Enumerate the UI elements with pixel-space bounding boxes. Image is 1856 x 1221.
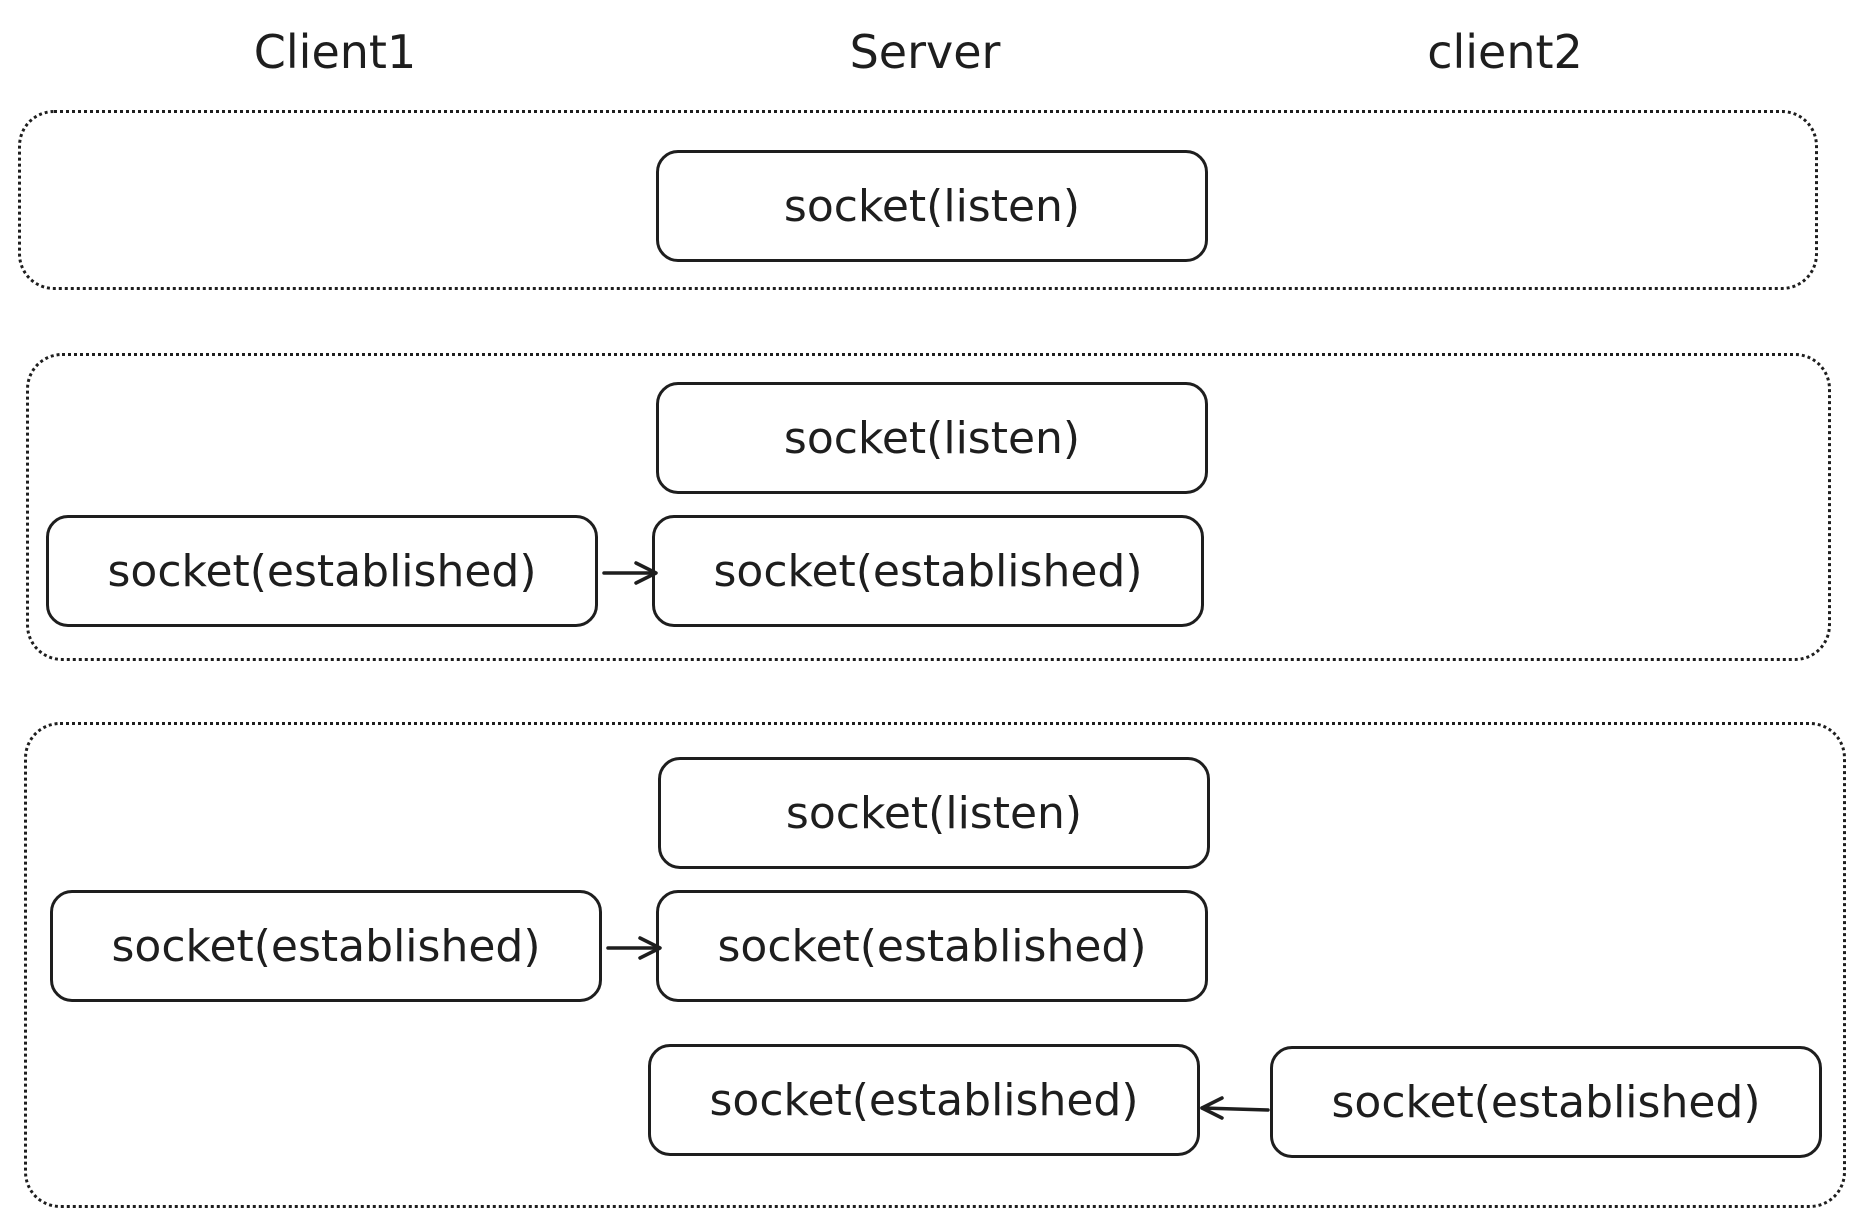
stage3-server-established-socket-1: socket(established) xyxy=(656,890,1208,1002)
stage3-client2-established-socket: socket(established) xyxy=(1270,1046,1822,1158)
stage1-frame xyxy=(18,110,1818,290)
stage2-server-listen-socket: socket(listen) xyxy=(656,382,1208,494)
header-client2: client2 xyxy=(1427,25,1583,79)
stage3-server-listen-socket: socket(listen) xyxy=(658,757,1210,869)
header-client1: Client1 xyxy=(253,25,417,79)
stage2-frame xyxy=(26,353,1831,661)
stage2-server-established-socket: socket(established) xyxy=(652,515,1204,627)
stage3-frame xyxy=(24,722,1846,1208)
stage2-client1-established-socket: socket(established) xyxy=(46,515,598,627)
stage1-server-listen-socket: socket(listen) xyxy=(656,150,1208,262)
stage3-server-established-socket-2: socket(established) xyxy=(648,1044,1200,1156)
stage3-client1-established-socket: socket(established) xyxy=(50,890,602,1002)
header-server: Server xyxy=(849,25,1001,79)
